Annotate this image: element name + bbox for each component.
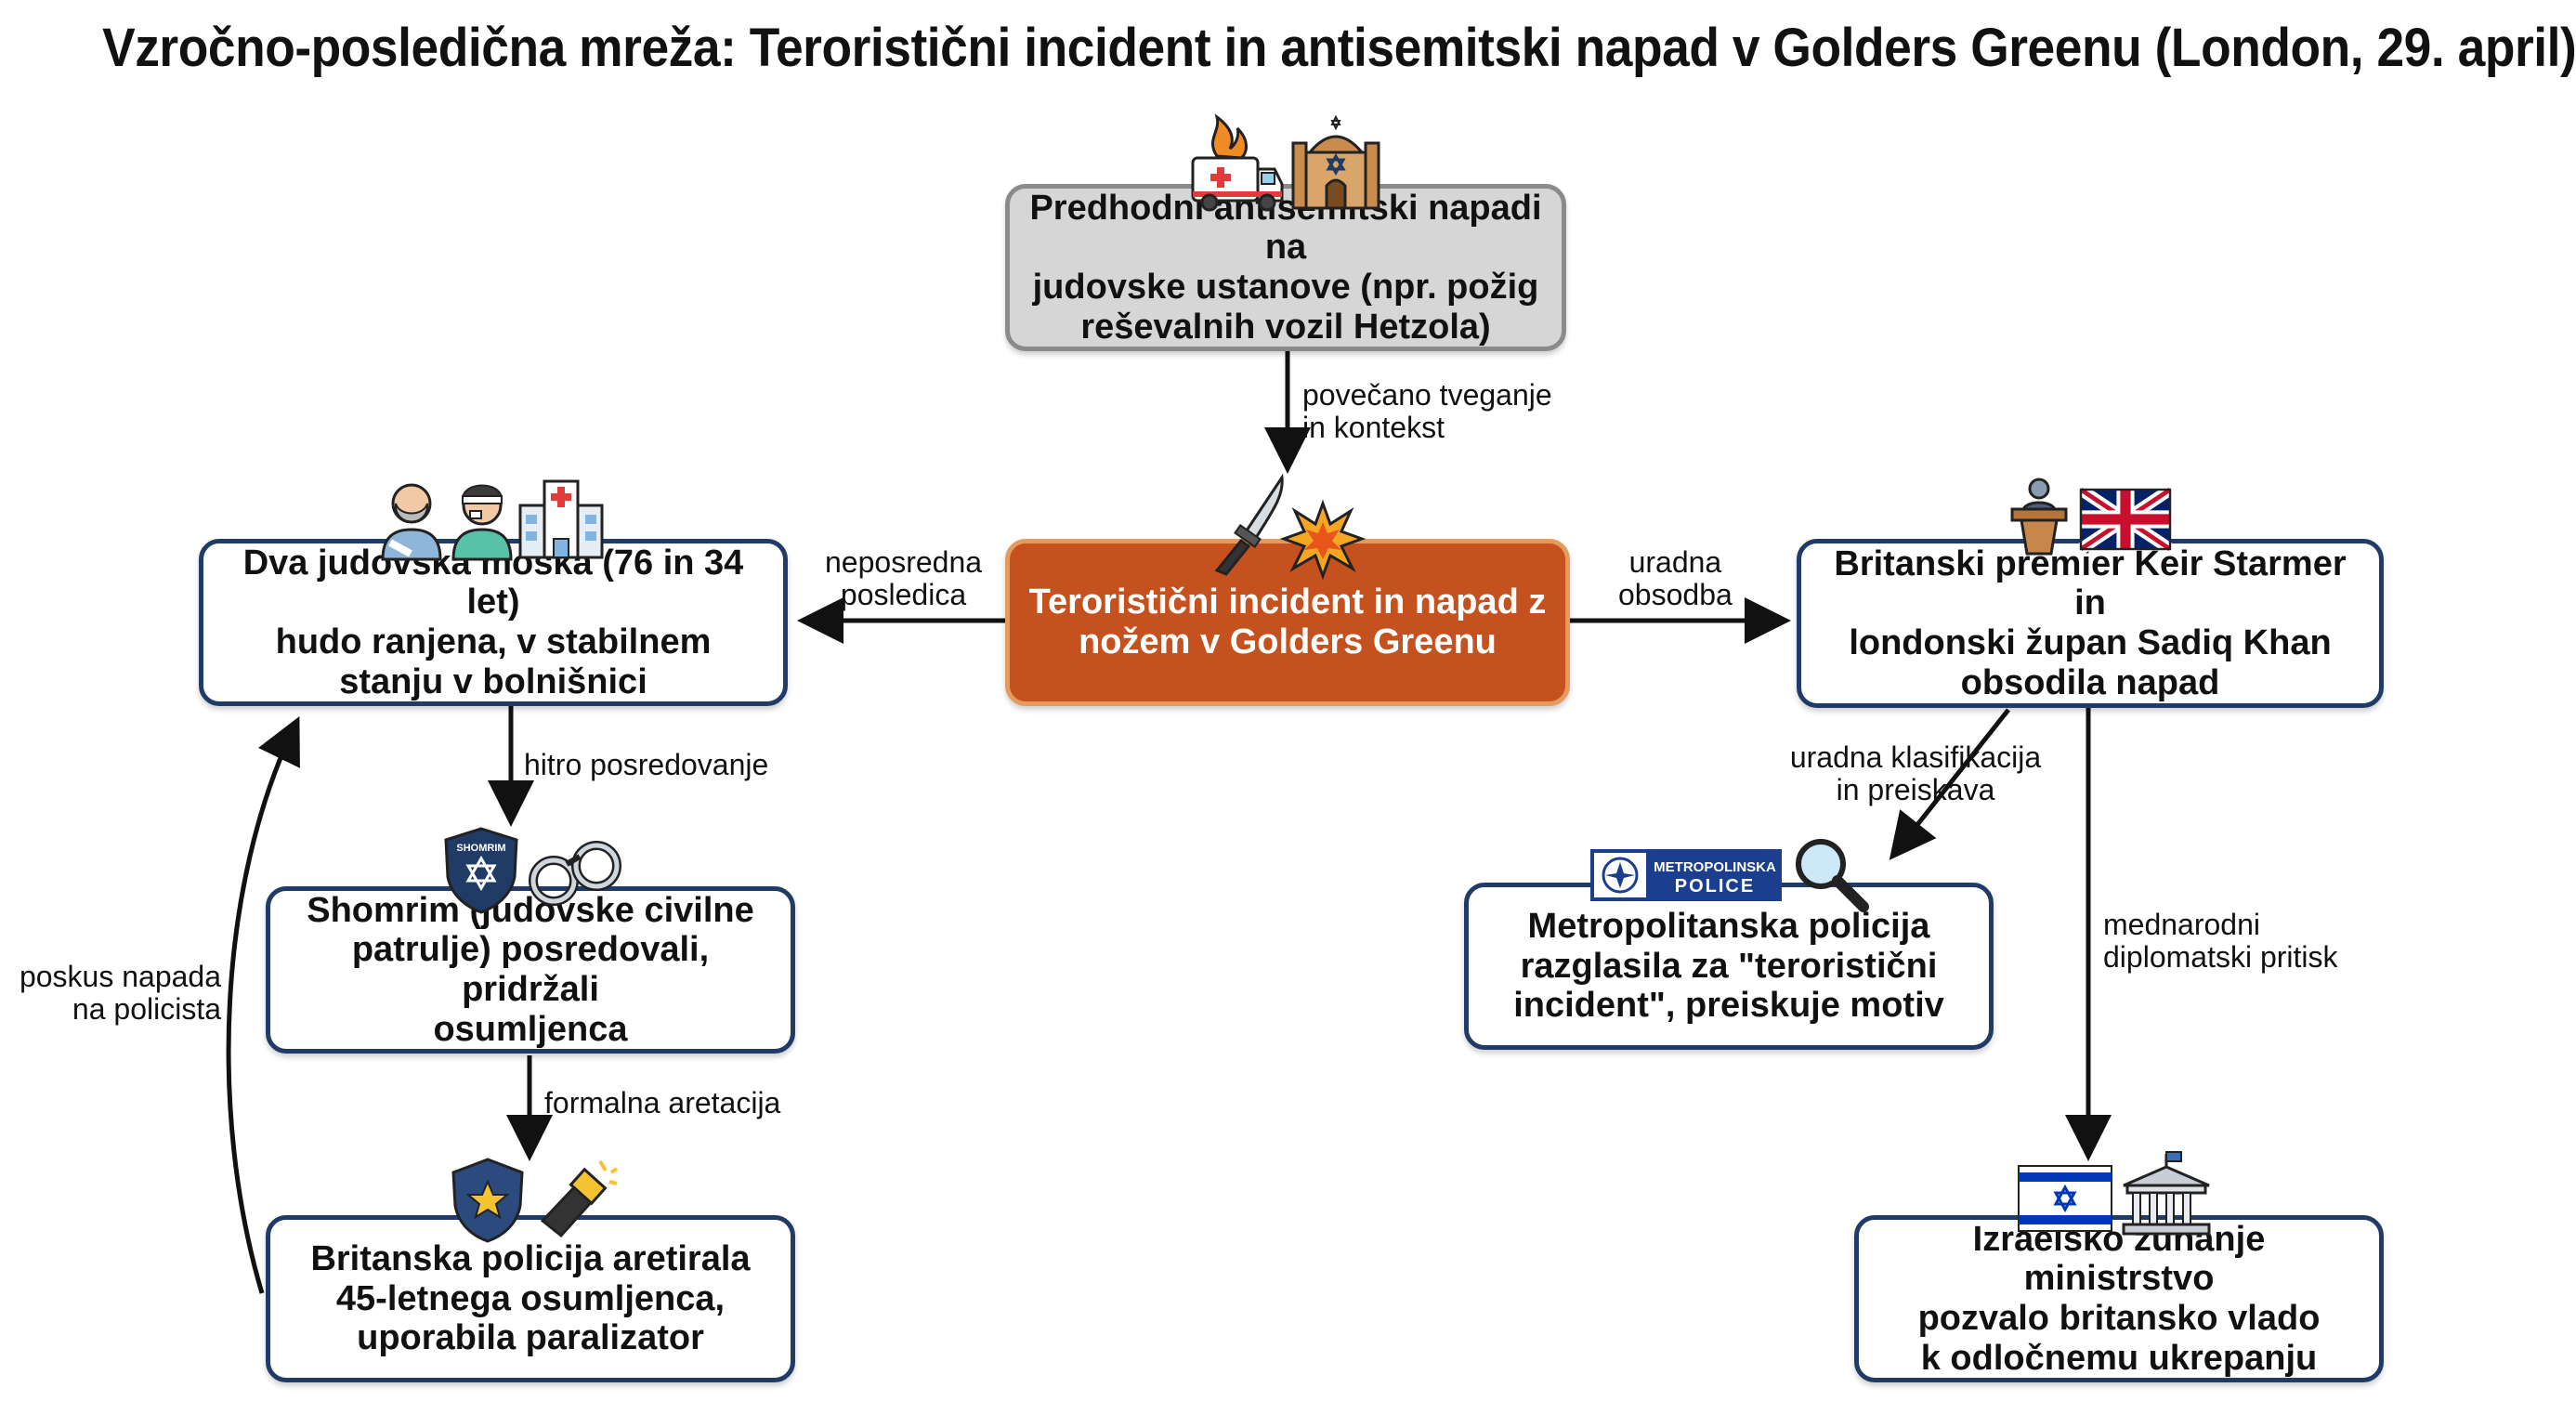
magnifier-icon [1796, 839, 1869, 912]
node-prior-attacks: Predhodni antisemitski napadi na judovsk… [1005, 184, 1566, 351]
met-police-logo-icon: METROPOLINSKA POLICE [1590, 849, 1782, 901]
shomrim-badge-text: SHOMRIM [456, 843, 505, 854]
knife-icon [1214, 473, 1284, 576]
node-victims: Dva judovska moška (76 in 34 let) hudo r… [199, 539, 788, 706]
explosion-icon [1279, 499, 1366, 581]
injured-man-icon [451, 484, 513, 561]
label-formal: formalna aretacija [544, 1086, 781, 1119]
node-victims-text: Dva judovska moška (76 in 34 let) hudo r… [242, 543, 744, 701]
elderly-man-icon [381, 483, 442, 561]
synagogue-icon [1291, 114, 1380, 210]
met-logo-top: METROPOLINSKA [1654, 859, 1776, 875]
label-intervene: hitro posredovanje [524, 748, 769, 781]
node-incident-text: Teroristični incident in napad z nožem v… [1028, 583, 1547, 661]
edge-attempt [226, 716, 300, 1294]
label-classify: uradna klasifikacija in preiskava [1789, 740, 2042, 807]
node-israel-text: Izraelsko zunanje ministrstvo pozvalo br… [1917, 1219, 2321, 1378]
node-leaders-text: Britanski premier Keir Starmer in london… [1834, 543, 2347, 702]
police-badge-icon [451, 1158, 524, 1243]
label-risk: povečano tveganje in kontekst [1302, 378, 1552, 445]
node-israel: Izraelsko zunanje ministrstvo pozvalo br… [1854, 1215, 2384, 1382]
node-shomrim: Shomrim (judovske civilne patrulje) posr… [266, 886, 795, 1054]
node-arrest: Britanska policija aretirala 45-letnega … [266, 1215, 795, 1382]
podium-icon [2010, 478, 2068, 556]
node-met-text: Metropolitanska policija razglasila za "… [1513, 907, 1944, 1026]
ministry-building-icon [2122, 1151, 2211, 1236]
handcuffs-icon [529, 841, 621, 906]
node-arrest-text: Britanska policija aretirala 45-letnega … [310, 1239, 751, 1358]
met-logo-bottom: POLICE [1675, 876, 1755, 897]
israel-flag-icon [2018, 1165, 2112, 1232]
shomrim-badge-icon: SHOMRIM [444, 827, 518, 914]
node-shomrim-text: Shomrim (judovske civilne patrulje) posr… [307, 890, 754, 1049]
node-leaders: Britanski premier Keir Starmer in london… [1797, 539, 2384, 708]
ambulance-fire-icon [1191, 113, 1284, 212]
page-title: Vzročno-posledična mreža: Teroristični i… [102, 18, 2576, 78]
label-condemn: uradna obsodba [1618, 545, 1733, 612]
node-incident: Teroristični incident in napad z nožem v… [1005, 539, 1570, 706]
node-met-police: Metropolitanska policija razglasila za "… [1464, 883, 1994, 1050]
edge-classify [1889, 708, 2010, 860]
label-attempt: poskus napada na policista [19, 960, 221, 1027]
uk-flag-icon [2077, 484, 2174, 555]
node-prior-text: Predhodni antisemitski napadi na judovsk… [1029, 188, 1542, 347]
taser-icon [540, 1159, 619, 1238]
label-direct: neposredna posledica [825, 545, 983, 612]
label-pressure: mednarodni diplomatski pritisk [2103, 908, 2338, 975]
hospital-icon [518, 479, 604, 559]
